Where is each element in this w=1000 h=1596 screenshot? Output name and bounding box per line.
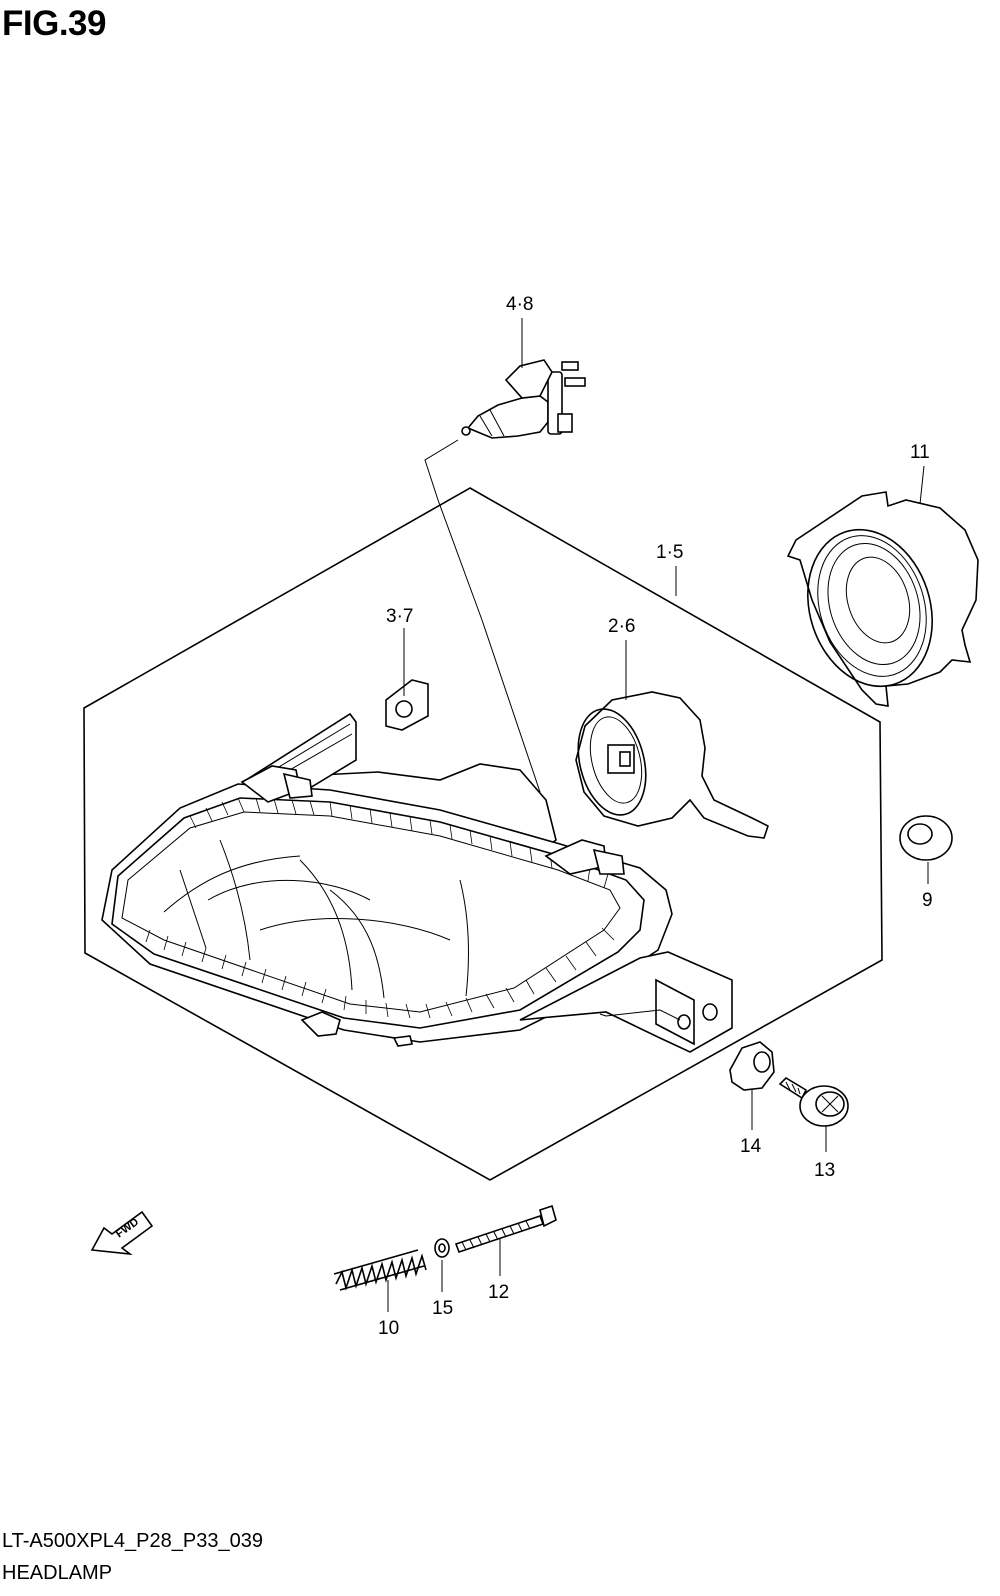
bulb-part[interactable] [461,359,586,439]
grommet-part[interactable] [899,815,953,861]
callout-11[interactable]: 11 [910,442,930,463]
socket-ring-part[interactable] [786,491,979,707]
bulb-leader [424,439,541,793]
fwd-arrow-icon: FWD [90,1210,154,1256]
spacer-part[interactable] [729,1041,775,1091]
callout-15[interactable]: 1·5 [656,542,683,563]
callout-11-leader [919,465,925,505]
spring-part[interactable] [333,1249,427,1291]
clip-part[interactable] [385,679,429,731]
hatch-band-bottom [145,927,615,1019]
callout-14[interactable]: 14 [740,1136,762,1157]
lamp-socket-part[interactable] [568,691,769,839]
callout-12[interactable]: 12 [488,1282,509,1303]
assembly-outline [83,487,883,1181]
screw-part[interactable] [778,1076,849,1127]
washer-part[interactable] [434,1238,450,1258]
callout-26[interactable]: 2·6 [608,616,635,637]
callout-10[interactable]: 10 [378,1318,399,1339]
callout-13[interactable]: 13 [814,1160,835,1181]
figure-code: LT-A500XPL4_P28_P33_039 [2,1530,263,1552]
callout-15b[interactable]: 15 [432,1298,453,1319]
figure-name: HEADLAMP [2,1562,113,1584]
callout-37[interactable]: 3·7 [386,606,413,627]
callout-48[interactable]: 4·8 [506,294,533,315]
figure-title: FIG.39 [2,4,106,43]
callout-9[interactable]: 9 [922,890,933,911]
headlamp-housing-part[interactable] [101,712,733,1053]
bolt-part[interactable] [454,1204,557,1254]
